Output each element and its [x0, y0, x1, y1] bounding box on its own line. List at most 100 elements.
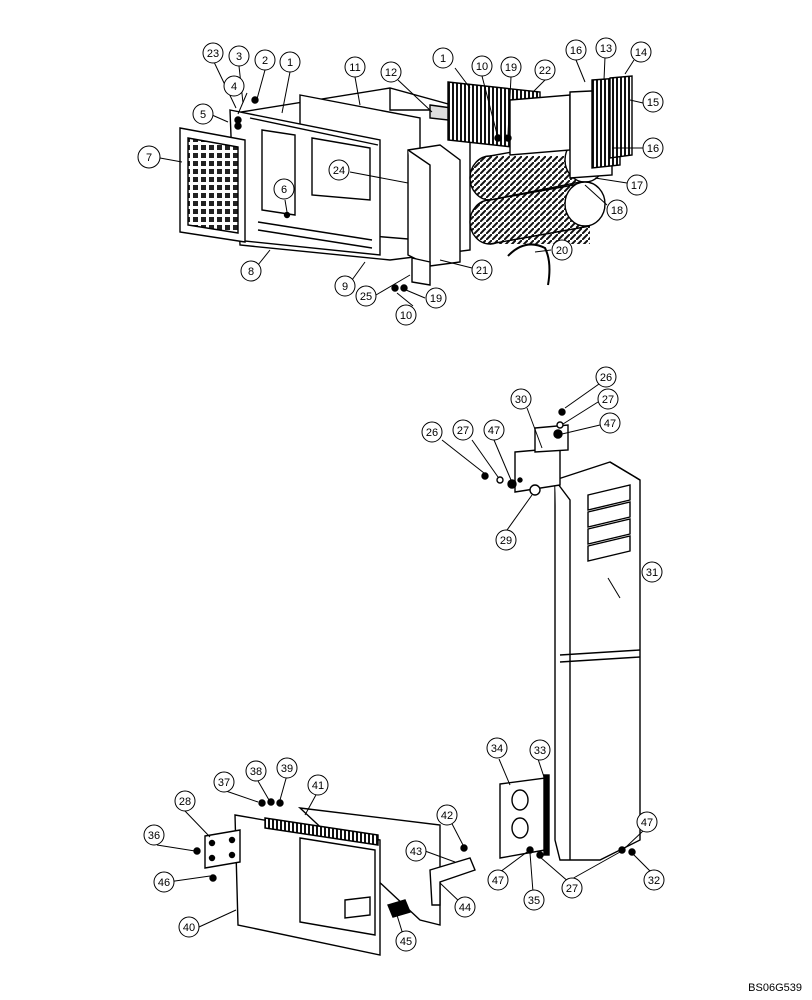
callout-35: 35	[523, 889, 545, 911]
callout-8: 8	[240, 260, 262, 282]
callout-label: 26	[426, 427, 438, 439]
callout-19b: 19	[425, 287, 447, 309]
callout-label: 27	[602, 394, 614, 406]
callout-47b: 47	[483, 419, 505, 441]
drawing-code: BS06G539	[748, 982, 802, 994]
callout-label: 14	[635, 47, 647, 59]
callout-label: 45	[400, 936, 412, 948]
callout-19a: 19	[500, 56, 522, 78]
callout-label: 33	[534, 745, 546, 757]
callout-10b: 10	[395, 304, 417, 326]
callout-4: 4	[223, 75, 245, 97]
callout-label: 16	[647, 143, 659, 155]
callout-16a: 16	[565, 39, 587, 61]
callout-44: 44	[454, 896, 476, 918]
callout-30: 30	[510, 388, 532, 410]
callout-label: 42	[441, 810, 453, 822]
callout-26b: 26	[421, 421, 443, 443]
callout-label: 17	[631, 180, 643, 192]
callout-2: 2	[254, 49, 276, 71]
callout-label: 12	[385, 67, 397, 79]
callout-label: 29	[500, 535, 512, 547]
callout-label: 16	[570, 45, 582, 57]
callout-31: 31	[641, 561, 663, 583]
callout-28: 28	[174, 790, 196, 812]
callout-label: 2	[262, 55, 268, 67]
callout-label: 3	[236, 51, 242, 63]
callout-label: 9	[342, 281, 348, 293]
callout-16b: 16	[642, 137, 664, 159]
callout-47a: 47	[599, 412, 621, 434]
callout-label: 4	[231, 81, 237, 93]
callout-25: 25	[355, 285, 377, 307]
callout-5: 5	[192, 103, 214, 125]
callout-32: 32	[643, 869, 665, 891]
callout-6: 6	[273, 178, 295, 200]
callout-43: 43	[405, 840, 427, 862]
callout-label: 39	[281, 763, 293, 775]
callout-label: 20	[556, 245, 568, 257]
callout-27b: 27	[452, 419, 474, 441]
callout-10a: 10	[471, 55, 493, 77]
callout-label: 1	[287, 57, 293, 69]
air-duct	[481, 408, 641, 861]
callout-23: 23	[202, 42, 224, 64]
callout-36: 36	[143, 824, 165, 846]
callout-12: 12	[380, 61, 402, 83]
callout-label: 18	[611, 205, 623, 217]
callout-label: 7	[146, 152, 152, 164]
callout-45: 45	[395, 930, 417, 952]
callout-41: 41	[307, 774, 329, 796]
callout-label: 40	[183, 922, 195, 934]
callout-1b: 1	[432, 47, 454, 69]
callout-label: 10	[400, 310, 412, 322]
callout-27c: 27	[561, 877, 583, 899]
callout-37: 37	[213, 771, 235, 793]
callout-47c: 47	[487, 869, 509, 891]
callout-label: 37	[218, 777, 230, 789]
callout-label: 25	[360, 291, 372, 303]
callout-9: 9	[334, 275, 356, 297]
callout-27a: 27	[597, 388, 619, 410]
callout-40: 40	[178, 916, 200, 938]
callout-26a: 26	[595, 366, 617, 388]
callout-1a: 1	[279, 51, 301, 73]
callout-label: 19	[505, 62, 517, 74]
callout-15: 15	[642, 91, 664, 113]
callout-38: 38	[245, 760, 267, 782]
callout-label: 28	[179, 796, 191, 808]
callout-label: 34	[491, 743, 503, 755]
callout-label: 43	[410, 846, 422, 858]
callout-label: 30	[515, 394, 527, 406]
callout-label: 41	[312, 780, 324, 792]
callout-21: 21	[471, 259, 493, 281]
callout-label: 27	[457, 425, 469, 437]
callout-label: 22	[539, 65, 551, 77]
callout-18: 18	[606, 199, 628, 221]
callout-14: 14	[630, 41, 652, 63]
callout-20: 20	[551, 239, 573, 261]
callout-label: 47	[492, 875, 504, 887]
callout-label: 44	[459, 902, 471, 914]
callout-label: 38	[250, 766, 262, 778]
callout-17: 17	[626, 174, 648, 196]
callout-label: 6	[281, 184, 287, 196]
callout-46: 46	[153, 871, 175, 893]
callout-label: 24	[333, 165, 345, 177]
callout-label: 5	[200, 109, 206, 121]
callout-label: 32	[648, 875, 660, 887]
callout-39: 39	[276, 757, 298, 779]
callout-24: 24	[328, 159, 350, 181]
callout-label: 21	[476, 265, 488, 277]
callout-label: 15	[647, 97, 659, 109]
callout-label: 47	[604, 418, 616, 430]
callout-7: 7	[137, 145, 161, 169]
callout-label: 26	[600, 372, 612, 384]
callout-34: 34	[486, 737, 508, 759]
callout-label: 27	[566, 883, 578, 895]
callout-label: 47	[488, 425, 500, 437]
callout-label: 47	[641, 817, 653, 829]
callout-29: 29	[495, 529, 517, 551]
door-panel-assembly	[193, 798, 476, 956]
